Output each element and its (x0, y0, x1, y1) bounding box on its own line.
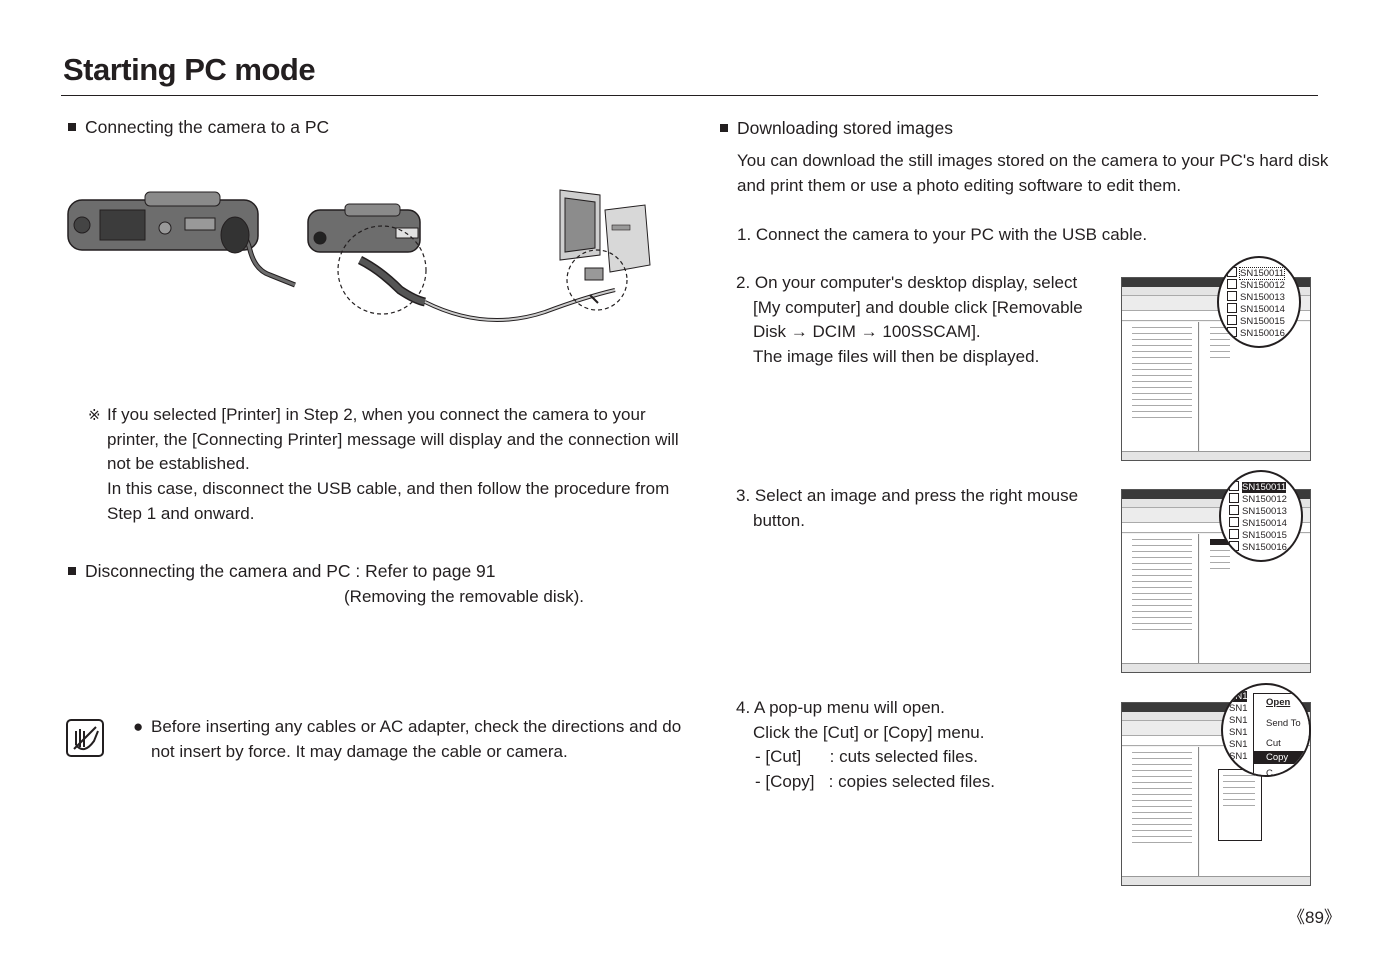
caution-line: not insert by force. It may damage the c… (151, 741, 568, 761)
caution-line: Before inserting any cables or AC adapte… (151, 717, 682, 736)
file-item[interactable]: SN1 (1229, 703, 1248, 714)
menu-item-send-to[interactable]: Send To (1266, 718, 1301, 729)
camera-connection-illustration (67, 189, 651, 322)
printer-note: ※ (88, 403, 101, 429)
intro-line: You can download the still images stored… (737, 151, 1329, 170)
file-item[interactable]: SN150014 (1221, 517, 1301, 529)
step-line: The image files will then be displayed. (753, 347, 1040, 367)
section-connecting-label: Connecting the camera to a PC (85, 117, 330, 137)
menu-item-open[interactable]: Open (1266, 697, 1291, 708)
section-downloading-label: Downloading stored images (737, 118, 953, 138)
step-line: - [Cut] : cuts selected files. (755, 747, 978, 767)
caution-bullet: ● (133, 717, 144, 736)
note-symbol: ※ (88, 407, 101, 424)
caution-note-icon (66, 719, 104, 757)
bullet-square-icon (68, 567, 76, 575)
step-line: button. (753, 510, 805, 530)
menu-item-copy[interactable]: Copy (1254, 751, 1309, 764)
section-disconnecting-heading: Disconnecting the camera and PC : Refer … (68, 561, 496, 582)
bullet-square-icon (720, 124, 728, 132)
note-line: printer, the [Connecting Printer] messag… (107, 429, 679, 449)
note-line: not be established. (107, 454, 250, 474)
file-item-selected[interactable]: SN150011 (1221, 481, 1301, 493)
section-downloading-heading: Downloading stored images (720, 118, 953, 139)
menu-item-cut-off[interactable]: C (1266, 768, 1273, 777)
page-number: 《89》 (1288, 908, 1341, 927)
step-2: 2. On your computer's desktop display, s… (736, 271, 1083, 370)
note-line: Step 1 and onward. (107, 503, 255, 523)
file-item[interactable]: SN150011 (1219, 267, 1299, 280)
file-item[interactable]: SN1 (1229, 739, 1248, 750)
context-menu: Open Send To Cut Copy C (1253, 693, 1309, 777)
step-1: 1. Connect the camera to your PC with th… (737, 225, 1148, 244)
bullet-square-icon (68, 123, 76, 131)
computer-icon (559, 189, 651, 311)
section-disconnecting-subtext: (Removing the removable disk). (344, 587, 584, 606)
title-rule (61, 95, 1318, 96)
explorer-screenshot-3 (1121, 702, 1311, 886)
step-4: 4. A pop-up menu will open. Click the [C… (736, 696, 995, 795)
intro-text: You can download the still images stored… (737, 149, 1328, 198)
file-item[interactable]: SN150013 (1219, 291, 1299, 303)
step-line: Click the [Cut] or [Copy] menu. (753, 722, 985, 742)
step-line: 3. Select an image and press the right m… (736, 486, 1079, 505)
intro-line: and print them or use a photo editing so… (737, 175, 1182, 195)
file-item[interactable]: SN150012 (1221, 493, 1301, 505)
file-item[interactable]: SN150015 (1219, 315, 1299, 327)
step-line: 2. On your computer's desktop display, s… (736, 273, 1078, 292)
camera-side-icon (307, 203, 616, 322)
file-item-selected[interactable]: SN1 (1229, 691, 1248, 702)
note-line: In this case, disconnect the USB cable, … (107, 479, 670, 499)
step-3: 3. Select an image and press the right m… (736, 484, 1078, 533)
step-line: [My computer] and double click [Removabl… (753, 297, 1083, 317)
note-line: If you selected [Printer] in Step 2, whe… (107, 405, 646, 424)
section-connecting-heading: Connecting the camera to a PC (68, 117, 329, 138)
file-item[interactable]: SN150014 (1219, 303, 1299, 315)
printer-note-text: If you selected [Printer] in Step 2, whe… (107, 403, 679, 527)
zoom-circle-files-1: SN150011 SN150012 SN150013 SN150014 SN15… (1217, 256, 1301, 348)
step-line: Disk → DCIM → 100SSCAM]. (753, 322, 981, 342)
file-item[interactable]: SN1 (1229, 727, 1248, 738)
file-item[interactable]: SN150012 (1219, 279, 1299, 291)
file-item[interactable]: SN150015 (1221, 529, 1301, 541)
camera-back-icon (67, 191, 296, 288)
page-title: Starting PC mode (63, 52, 316, 87)
zoom-circle-files-2: SN150011 SN150012 SN150013 SN150014 SN15… (1219, 470, 1303, 562)
file-item[interactable]: SN1 (1229, 715, 1248, 726)
menu-item-cut[interactable]: Cut (1266, 738, 1281, 749)
step-line: - [Copy] : copies selected files. (755, 772, 995, 792)
step-line: 4. A pop-up menu will open. (736, 698, 945, 717)
zoom-circle-popup: SN1 SN1 SN1 SN1 SN1 SN1 Open Send To Cut… (1221, 683, 1311, 777)
file-item[interactable]: SN150013 (1221, 505, 1301, 517)
section-disconnecting-label: Disconnecting the camera and PC : Refer … (85, 561, 496, 581)
caution-text: Before inserting any cables or AC adapte… (151, 715, 681, 764)
file-item[interactable]: SN1 (1229, 751, 1248, 762)
context-menu-mini (1218, 769, 1262, 841)
